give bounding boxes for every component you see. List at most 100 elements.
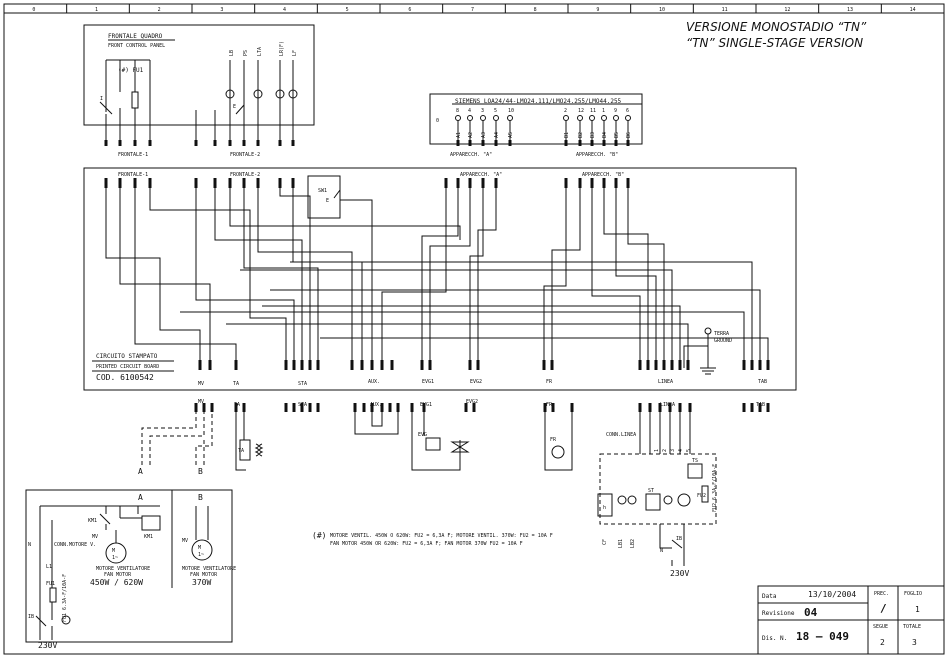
motor-b-m-symbol: M (198, 545, 201, 551)
motor-b-ac-symbol: 1~ (198, 552, 204, 558)
tb-prec-label: PREC. (874, 591, 889, 597)
mv-route-a (141, 412, 205, 465)
ground-label-it: TERRA (714, 331, 729, 337)
siemens-a-terminal-label: A4 (494, 132, 500, 138)
apparecch-b-pin (564, 140, 568, 146)
field-pin (308, 403, 312, 412)
pcb-trace (320, 337, 769, 360)
title-english: “TN” SINGLE-STAGE VERSION (686, 36, 863, 50)
front-switch-label: I (100, 96, 103, 102)
motor-n-label: N (28, 542, 31, 548)
siemens-label: SIEMENS LOA24/44-LMO24.111/LMO24.255/LMO… (455, 98, 622, 105)
fr-label: FR (550, 437, 557, 443)
apparecch-a-pin (508, 140, 512, 146)
frontale-1-pin (104, 140, 108, 146)
ruler-number: 10 (659, 7, 665, 13)
siemens-terminal-icon (480, 115, 486, 121)
pcb-top-pin (228, 178, 232, 188)
fu1-label: FU1 (46, 581, 55, 587)
pcb-top-pin (481, 178, 485, 188)
hour-counter-box (597, 493, 613, 517)
ground-symbol-icon (677, 493, 691, 507)
evg-label: EVG (418, 432, 427, 438)
frontale-2-pin (256, 140, 260, 146)
field-pin (300, 403, 304, 412)
lamp-label-lta: LTA (257, 47, 263, 56)
lamp-linea-icon (663, 495, 673, 505)
field-pin (742, 403, 746, 412)
lamp-lta-icon (253, 89, 263, 99)
frontale-2-pin (291, 140, 295, 146)
field-pin (638, 403, 642, 412)
frontale-1-pin (148, 140, 152, 146)
pcb-trace (195, 188, 295, 360)
pcb-conn-linea: LINEA (658, 379, 673, 385)
fuse-fu1-label: (#) FU1 (118, 67, 144, 74)
field-pin (570, 403, 574, 412)
neutral-label: N (660, 548, 663, 554)
motor-b-power: 370W (192, 578, 211, 587)
pcb-top-pin (278, 178, 282, 188)
front-switch-symbol (99, 101, 113, 115)
pcb-top-pin (590, 178, 594, 188)
pcb-bottom-pin (476, 360, 480, 370)
frontale-2-pin (213, 140, 217, 146)
field-pin (210, 403, 214, 412)
pcb-conn-ta: TA (233, 381, 239, 387)
ruler-number: 1 (95, 7, 98, 13)
field-pin (658, 403, 662, 412)
km1-coil-label: KM1 (144, 534, 153, 540)
pcb-conn-sta: STA (298, 381, 307, 387)
pcb-top-pin (578, 178, 582, 188)
apparecch-a-pin (494, 140, 498, 146)
pcb-top-pin (194, 178, 198, 188)
tb-data-value: 13/10/2004 (808, 590, 856, 599)
linea-terminal-number: 1 (654, 449, 660, 452)
pcb-bottom-pin (654, 360, 658, 370)
pcb-top-pin (291, 178, 295, 188)
field-pin (194, 403, 198, 412)
pcb-conn-tab: TAB (758, 379, 767, 385)
front-panel-pins (104, 110, 295, 146)
tb-foglio-label: FOGLIO (904, 591, 922, 597)
pcb-bottom-pin (758, 360, 762, 370)
siemens-terminal-number: 2 (564, 108, 567, 114)
pcb-trace (421, 188, 459, 360)
siemens-terminal-icon (577, 115, 583, 121)
field-label-tab: TAB (756, 402, 765, 408)
field-pin (750, 403, 754, 412)
motor-a-ac-symbol: 1~ (112, 555, 118, 561)
apparecch-b-pin (602, 140, 606, 146)
pcb-top-pin (614, 178, 618, 188)
ruler-number: 6 (408, 7, 411, 13)
note-line-en: FAN MOTOR 450W OR 620W: FU2 = 6,3A F; FA… (330, 541, 523, 547)
apparecch-b-pin (578, 140, 582, 146)
pcb-trace (290, 261, 753, 360)
km1-contact-label: KM1 (88, 518, 97, 524)
field-pin (370, 403, 374, 412)
pcb-trace (229, 188, 461, 240)
pcb-trace (134, 188, 237, 360)
sw1-label: SW1 (318, 188, 327, 194)
pcb-top-pin (104, 178, 108, 188)
note-line-it: MOTORE VENTIL. 450W O 620W: FU2 = 6,3A F… (330, 533, 553, 539)
pcb-bottom-pin (300, 360, 304, 370)
pcb-top-pin (118, 178, 122, 188)
pcb-bottom-pin (420, 360, 424, 370)
siemens-terminal-number: 10 (508, 108, 514, 114)
title-block: Data 13/10/2004 Revisione 04 Dis. N. 18 … (757, 585, 945, 655)
field-pin (396, 403, 400, 412)
front-panel-label-it: FRONTALE QUADRO (108, 33, 163, 40)
pcb-bottom-pin (234, 360, 238, 370)
field-pin (380, 403, 384, 412)
pcb-trace (340, 199, 373, 360)
apparecch-b-pin (590, 140, 594, 146)
motor-box-b-label: B (198, 493, 203, 502)
pcb-trace (243, 188, 319, 360)
siemens-a-terminal-label: A5 (508, 132, 514, 138)
pcb-bottom-pin (390, 360, 394, 370)
frontale-2-pin (278, 140, 282, 146)
pcb-connector-pins (104, 178, 770, 370)
field-label-ta: TA (234, 402, 240, 408)
hour-counter-label: h (603, 505, 606, 511)
